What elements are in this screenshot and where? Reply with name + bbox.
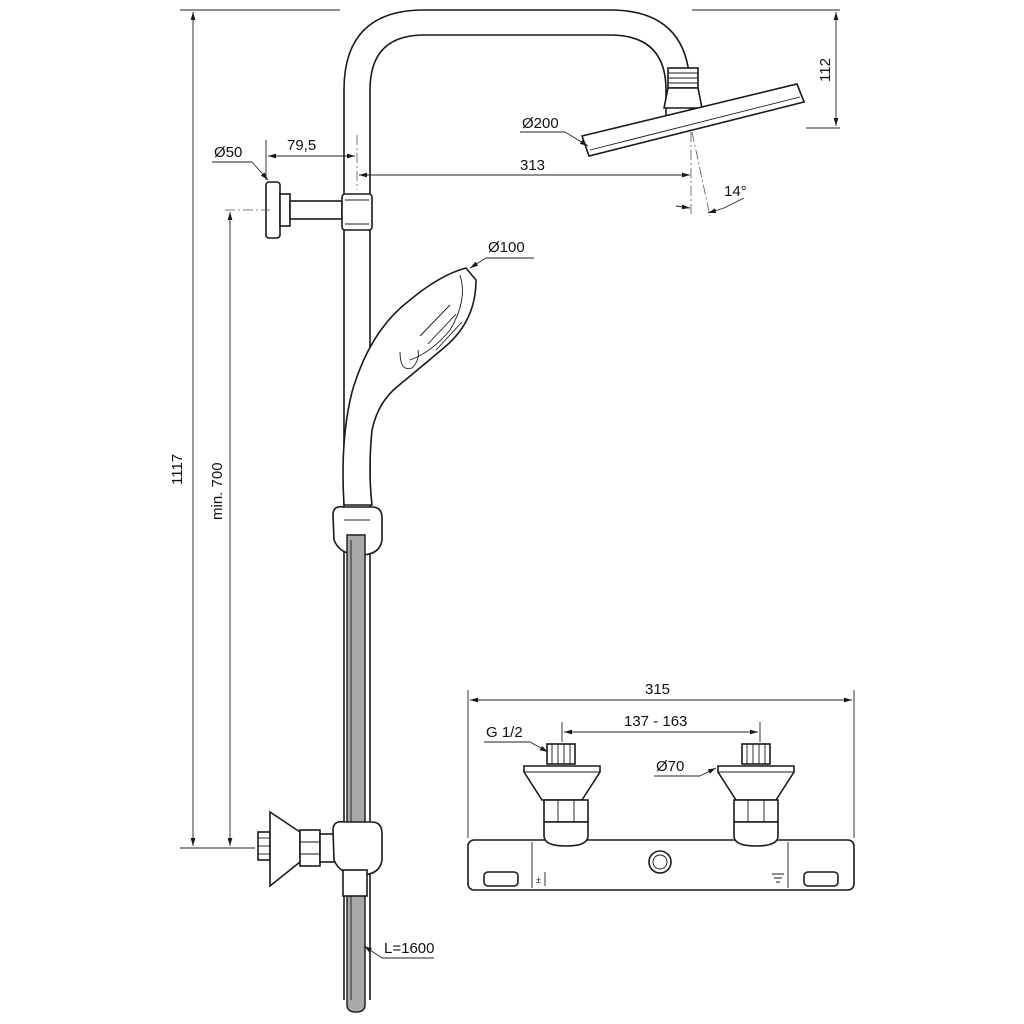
- overhead-diameter-label: Ø200: [522, 115, 559, 132]
- mixer-width-label: 315: [645, 681, 670, 698]
- thermostatic-mixer: ±: [467, 839, 855, 891]
- dimension-total-height: 1117: [169, 9, 340, 849]
- overhead-height-label: 112: [817, 58, 834, 82]
- dimension-mixer-centers: 137 - 163: [561, 713, 761, 742]
- dimension-handshower-diameter: Ø100: [469, 239, 534, 269]
- overhead-shower-head: [580, 67, 806, 217]
- hand-shower: [332, 267, 477, 556]
- min-height-label: min. 700: [209, 462, 226, 520]
- dimension-tilt-angle: 14°: [675, 183, 747, 214]
- shower-icon: [772, 873, 784, 883]
- mixer-inlet-left: [523, 743, 601, 847]
- flange-diameter-label: Ø50: [214, 144, 242, 161]
- wall-offset-label: 79,5: [287, 137, 316, 154]
- escutcheon-diameter-label: Ø70: [656, 758, 684, 775]
- dimension-arm-reach: 313: [359, 157, 690, 178]
- svg-text:±: ±: [536, 875, 541, 885]
- shower-hose: [346, 534, 366, 1013]
- arm-reach-label: 313: [520, 157, 545, 174]
- dimension-flange-diameter: Ø50: [212, 144, 269, 181]
- hose-length-label: L=1600: [384, 940, 434, 957]
- thermometer-scale-icon: ±: [536, 872, 546, 886]
- wall-bracket: [225, 181, 373, 239]
- dimension-hose-length: L=1600: [363, 940, 434, 959]
- dimension-overhead-height: 112: [692, 9, 840, 129]
- inlet-thread-label: G 1/2: [486, 724, 523, 741]
- dimension-escutcheon-diameter: Ø70: [654, 758, 717, 777]
- dimension-overhead-diameter: Ø200: [520, 115, 589, 147]
- handshower-diameter-label: Ø100: [488, 239, 525, 256]
- dimension-mixer-width: 315: [467, 681, 855, 838]
- mixer-centers-label: 137 - 163: [624, 713, 687, 730]
- total-height-label: 1117: [169, 454, 186, 485]
- mixer-inlet-right: [717, 743, 795, 847]
- dimension-inlet-thread: G 1/2: [484, 724, 549, 753]
- tilt-angle-label: 14°: [724, 183, 747, 200]
- dimension-min-height: min. 700: [209, 212, 233, 846]
- dimension-wall-offset: 79,5: [265, 137, 355, 180]
- bottom-connector: [185, 810, 383, 897]
